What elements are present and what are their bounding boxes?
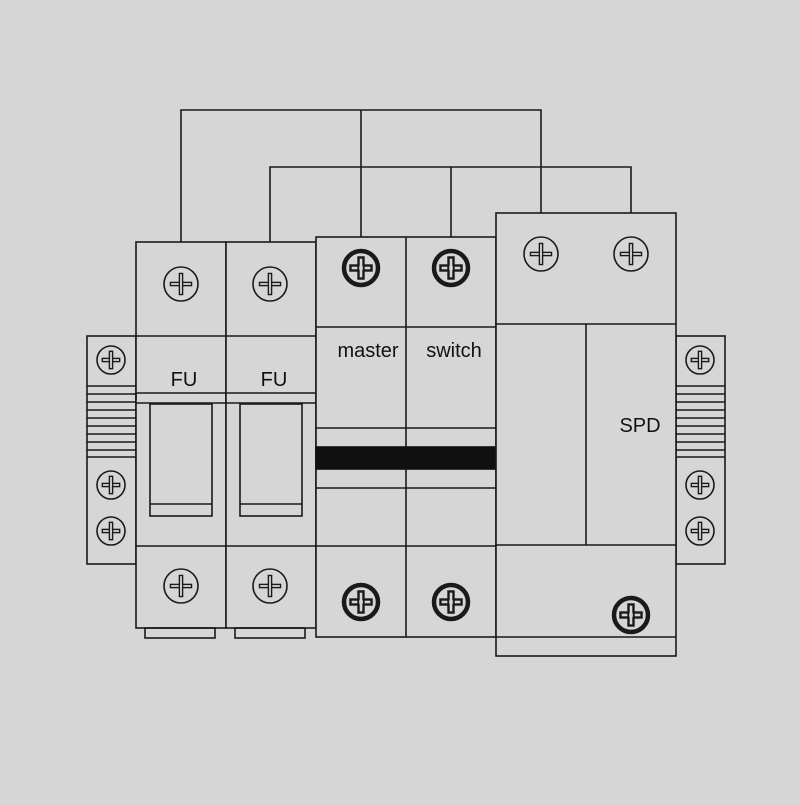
- spd-top-left-screw-icon: [523, 236, 559, 272]
- master-switch-toggle-bar: [315, 446, 497, 470]
- fuse-1-bottom-screw-icon: [163, 568, 199, 604]
- left-clamp-bottom-screw-icon: [96, 516, 126, 546]
- fuse-2-foot: [234, 627, 306, 639]
- fuse-2-top-screw-icon: [252, 266, 288, 302]
- screw-terminals: [96, 236, 715, 635]
- wiring: [180, 109, 632, 268]
- fuse-2-label: FU: [261, 369, 288, 391]
- switch-label: switch: [426, 340, 482, 362]
- fuse-1-label: FU: [171, 369, 198, 391]
- left-clamp-top-screw-icon: [96, 345, 126, 375]
- fuse-1-top-screw-icon: [163, 266, 199, 302]
- spd-module: SPD: [495, 212, 677, 657]
- master-label: master: [337, 340, 398, 362]
- switch-bottom-screw-icon: [431, 582, 471, 622]
- spd-bottom-screw-icon: [611, 595, 651, 635]
- fuse-2-window: [239, 403, 303, 517]
- fuse-1-window: [149, 403, 213, 517]
- fuse-holder-2: FU: [225, 241, 317, 639]
- left-clamp-grip: [87, 393, 136, 451]
- fuse-1-foot: [144, 627, 216, 639]
- right-clamp-bottom-screw-icon: [685, 516, 715, 546]
- master-bottom-screw-icon: [341, 582, 381, 622]
- fuse-holder-1: FU: [135, 241, 227, 639]
- master-top-screw-icon: [341, 248, 381, 288]
- right-clamp-grip: [676, 393, 725, 451]
- spd-label: SPD: [619, 415, 660, 437]
- spd-top-right-screw-icon: [613, 236, 649, 272]
- master-switch-module: master switch: [315, 236, 497, 638]
- left-clamp-middle-screw-icon: [96, 470, 126, 500]
- fuse-2-bottom-screw-icon: [252, 568, 288, 604]
- switch-top-screw-icon: [431, 248, 471, 288]
- right-clamp-top-screw-icon: [685, 345, 715, 375]
- right-clamp-middle-screw-icon: [685, 470, 715, 500]
